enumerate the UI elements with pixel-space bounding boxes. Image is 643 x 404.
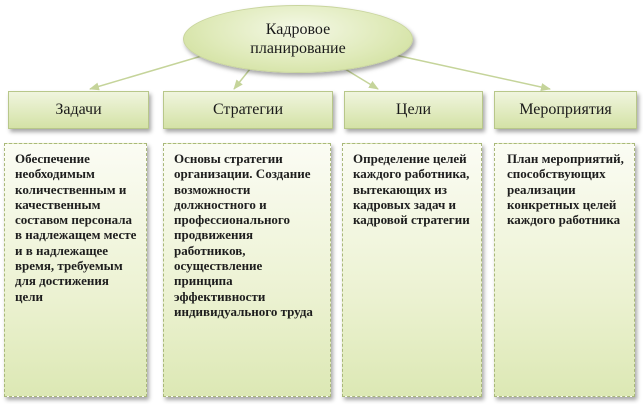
box-strategies: Основы стратегии организации. Создание в… (163, 143, 331, 397)
arrow-to-tasks (89, 54, 206, 91)
box-measures-text: План мероприятий, способствующих реализа… (507, 151, 624, 228)
box-tasks-text: Обеспечение необходимым количественным и… (15, 151, 137, 304)
header-strategies-label: Стратегии (212, 101, 284, 118)
arrow-to-goals (344, 68, 379, 90)
header-goals: Цели (344, 91, 483, 129)
box-strategies-text: Основы стратегии организации. Создание в… (174, 151, 313, 319)
box-measures: План мероприятий, способствующих реализа… (494, 143, 635, 397)
arrow-to-measures (394, 54, 551, 91)
header-tasks-label: Задачи (55, 101, 102, 118)
header-goals-label: Цели (395, 101, 432, 118)
root-node-ellipse: Кадровое планирование (183, 5, 413, 73)
box-tasks: Обеспечение необходимым количественным и… (4, 143, 147, 397)
box-goals: Определение целей каждого работника, выт… (342, 143, 482, 397)
box-goals-text: Определение целей каждого работника, выт… (353, 151, 470, 228)
arrow-to-strategies (233, 68, 251, 90)
header-tasks: Задачи (8, 91, 149, 129)
header-measures-label: Мероприятия (519, 101, 612, 118)
header-measures: Мероприятия (494, 91, 637, 129)
root-node-label: Кадровое планирование (250, 21, 346, 57)
header-strategies: Стратегии (163, 91, 333, 129)
